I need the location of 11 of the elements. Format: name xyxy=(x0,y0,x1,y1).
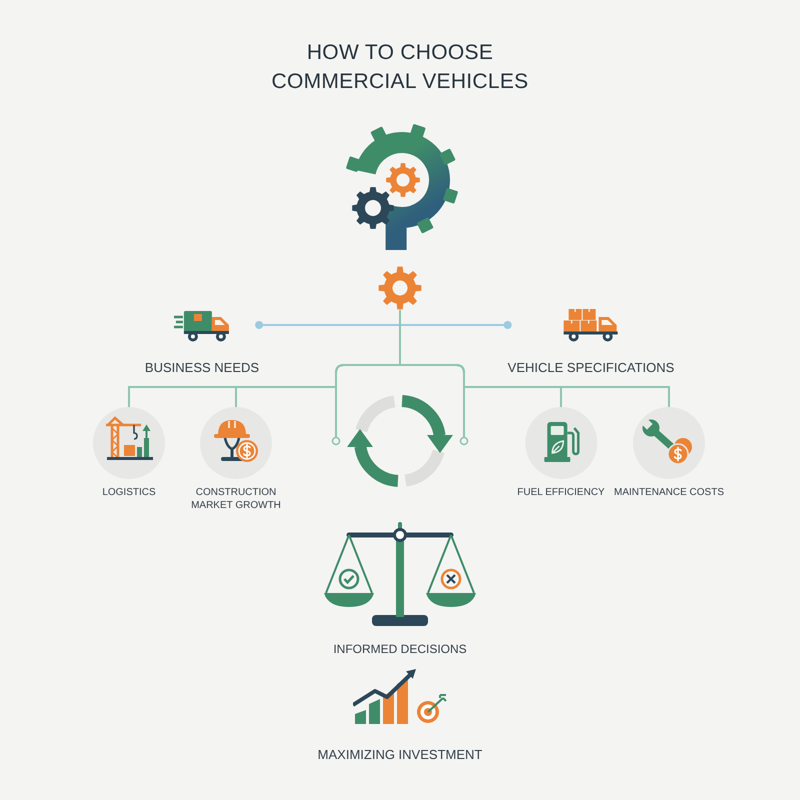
item-label: MAINTENANCE COSTS xyxy=(614,486,724,499)
connector-line xyxy=(255,321,512,329)
title: HOW TO CHOOSE COMMERCIAL VEHICLES xyxy=(270,40,530,95)
section-label: MAXIMIZING INVESTMENT xyxy=(318,746,482,763)
section-label: INFORMED DECISIONS xyxy=(333,641,467,657)
category-heading: VEHICLE SPECIFICATIONS xyxy=(508,359,674,376)
item-label: FUEL EFFICIENCY xyxy=(517,486,605,499)
connector-line xyxy=(399,310,670,407)
item-label: CONSTRUCTION MARKET GROWTH xyxy=(190,486,282,512)
item-label: LOGISTICS xyxy=(102,486,156,499)
category-heading: BUSINESS NEEDS xyxy=(144,359,260,376)
